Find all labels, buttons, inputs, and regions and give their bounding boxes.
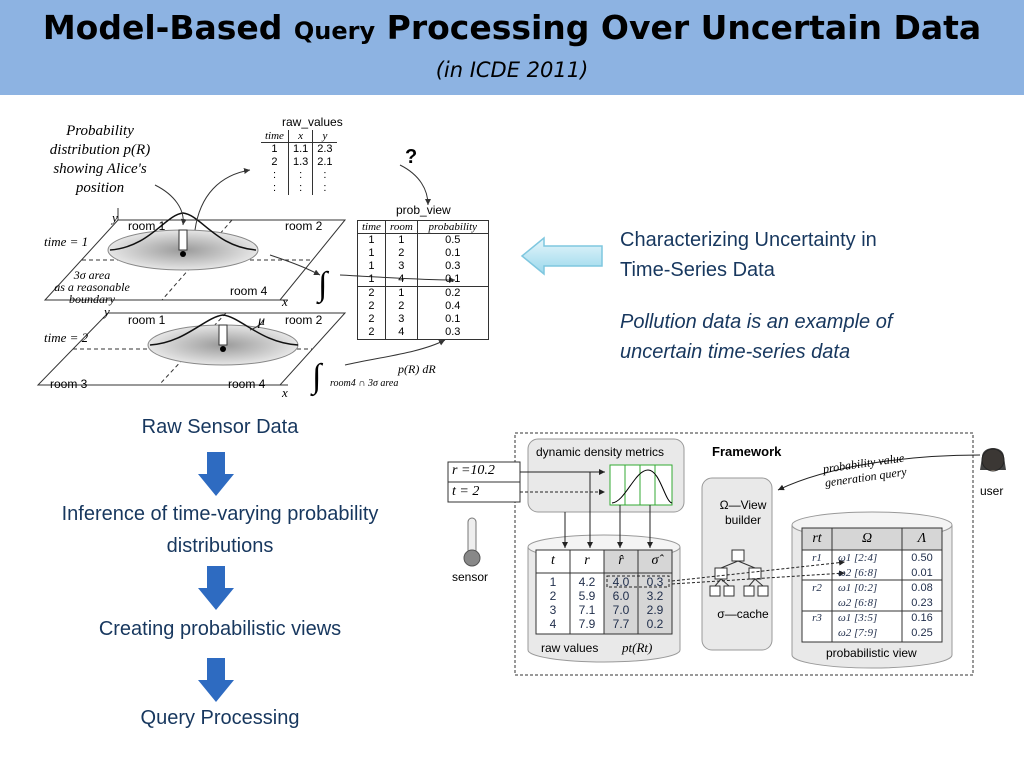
down-arrow-icon — [198, 658, 234, 702]
slide-title: Model-Based Query Processing Over Uncert… — [42, 8, 982, 47]
mu-label: μ — [258, 314, 266, 329]
table-row: ::: — [261, 169, 337, 182]
room-label: room 2 — [285, 219, 323, 233]
framework-title: Framework — [712, 444, 782, 459]
probabilistic-view-label: probabilistic view — [826, 646, 917, 660]
x-axis-label: x — [282, 385, 288, 400]
probability-caption: Probability distribution p(R) showing Al… — [49, 123, 151, 196]
flow-step-query: Query Processing — [140, 707, 300, 729]
density-metrics-label: dynamic density metrics — [536, 445, 665, 459]
svg-text:∫: ∫ — [310, 358, 324, 397]
down-arrow-icon — [198, 452, 234, 496]
time1-label: time = 1 — [44, 234, 89, 249]
room-label: room 3 — [50, 377, 88, 391]
left-arrow-icon — [520, 236, 603, 276]
raw-values-title: raw_values — [282, 115, 343, 129]
t-value: t = 2 — [452, 484, 480, 499]
characterizing-text: Characterizing Uncertainty in Time-Serie… — [620, 229, 877, 281]
r-value: r =10.2 — [452, 463, 495, 478]
title-bar — [0, 0, 1024, 95]
table-row: ω2 [6:8]0.01 — [838, 567, 933, 579]
y-axis-label: y — [112, 210, 118, 225]
integral-subscript: room4 ∩ 3σ area — [330, 378, 399, 389]
room-diagram: ∫ ∫ — [36, 164, 456, 397]
slide-subtitle: (in ICDE 2011) — [435, 58, 589, 82]
raw-values-label: raw values — [541, 641, 599, 655]
room-label: room 2 — [285, 313, 323, 327]
y-axis-label: y — [104, 304, 110, 319]
table-row: ω2 [7:9]0.25 — [838, 627, 933, 639]
sensor-label: sensor — [452, 570, 489, 584]
table-row: ::: — [261, 182, 337, 195]
table-row: ω2 [6:8]0.23 — [838, 597, 933, 609]
x-axis-label: x — [282, 294, 288, 309]
time2-label: time = 2 — [44, 330, 89, 345]
flow-step-raw-sensor: Raw Sensor Data — [141, 416, 299, 438]
view-builder-label: Ω—View builder — [719, 498, 767, 527]
area-caption: 3σ area as a reasonable boundary — [54, 268, 130, 306]
user-label: user — [980, 484, 1004, 498]
question-mark: ? — [405, 146, 418, 168]
pollution-text: Pollution data is an example of uncertai… — [620, 311, 893, 363]
down-arrow-icon — [198, 566, 234, 610]
cache-label: σ—cache — [717, 607, 769, 621]
pt-label: pt(Rt) — [622, 640, 653, 655]
integral-label: p(R) dR — [398, 362, 436, 376]
flow-step-views: Creating probabilistic views — [98, 618, 342, 640]
prob-view-title: prob_view — [396, 203, 451, 217]
svg-text:∫: ∫ — [316, 266, 330, 305]
room-label: room 1 — [128, 219, 166, 233]
room-label: room 4 — [228, 377, 266, 391]
room-label: room 1 — [128, 313, 166, 327]
room-label: room 4 — [230, 284, 268, 298]
